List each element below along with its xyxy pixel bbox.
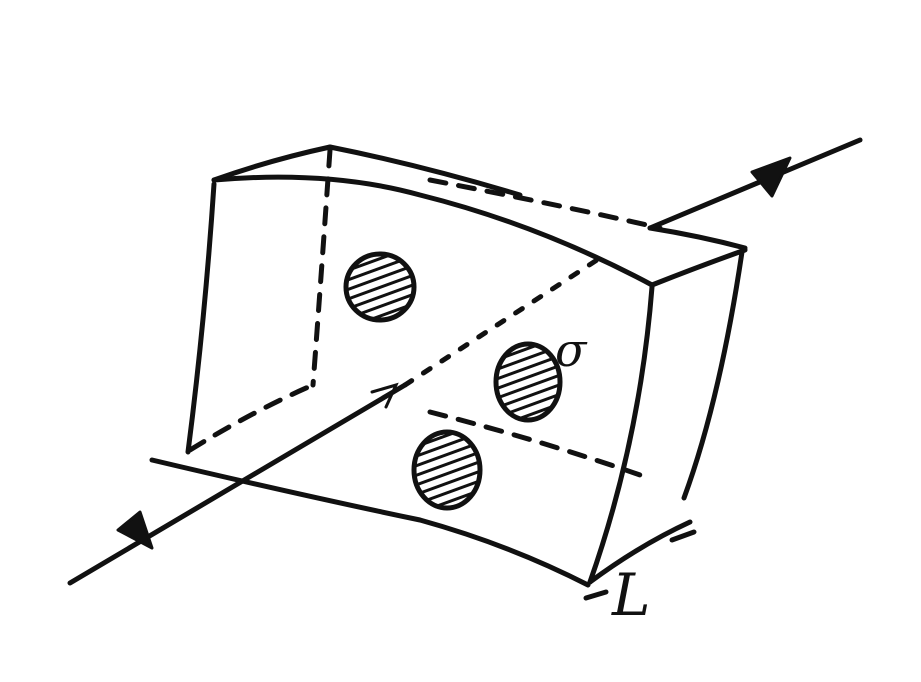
slab-hidden-bottom-edge xyxy=(187,382,316,453)
outgoing-beam-arrow-icon xyxy=(750,156,792,198)
slab-top-back-edge-end xyxy=(647,225,748,251)
thickness-label: L xyxy=(611,561,651,629)
slab-bottom-right-edge xyxy=(587,519,693,585)
slab-front-right-edge xyxy=(587,284,655,585)
slab-hidden-bottom-right-edge xyxy=(427,409,643,478)
slab-back-right-edge xyxy=(681,249,745,501)
scatterer-right xyxy=(493,341,563,423)
scatterer-top xyxy=(343,251,417,323)
beam-inner-arrow-mark xyxy=(370,382,399,409)
outgoing-beam-line xyxy=(647,137,863,231)
thickness-dimension-left-tick xyxy=(583,589,609,601)
slab-top-left-edge xyxy=(211,144,333,183)
slab-top-back-edge xyxy=(327,144,523,198)
slab-top-back-edge-dashed xyxy=(427,177,663,231)
particle-label: σ xyxy=(555,323,588,377)
thickness-dimension-right-tick xyxy=(669,529,697,543)
slab-front-bottom-edge xyxy=(149,457,591,588)
scatterer-bottom xyxy=(411,429,483,511)
slab-top-right-edge xyxy=(649,247,748,288)
incoming-beam-arrow-icon xyxy=(116,510,154,550)
incoming-beam-line xyxy=(67,382,408,586)
slab-hidden-vertical-edge xyxy=(310,147,333,388)
slab-front-top-edge xyxy=(211,174,655,288)
slab-front-left-edge xyxy=(185,181,217,455)
beam-hidden-path xyxy=(402,255,603,388)
